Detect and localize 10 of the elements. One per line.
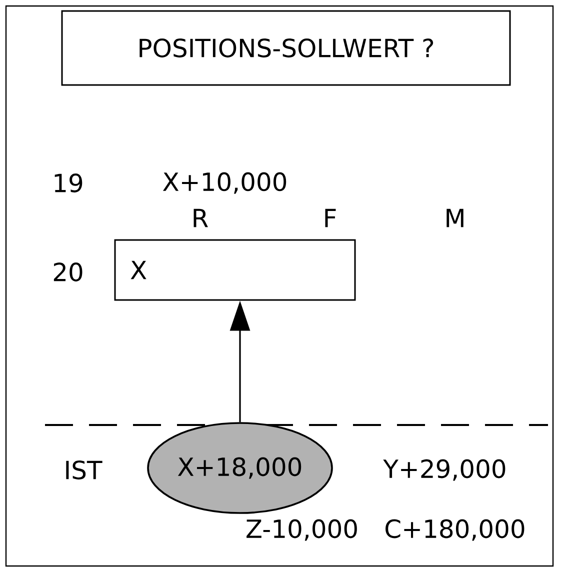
label: 19 — [54, 174, 82, 192]
label: IST — [66, 460, 102, 480]
label: Z-10,000 — [246, 519, 357, 541]
label: 20 — [54, 262, 82, 282]
input-box: X — [114, 239, 356, 301]
label: C+180,000 — [386, 519, 524, 541]
label: X+10,000 — [162, 172, 286, 194]
title-box: POSITIONS-SOLLWERT ? — [61, 10, 511, 86]
label: Y+29,000 — [383, 459, 506, 481]
label: M — [446, 208, 464, 228]
